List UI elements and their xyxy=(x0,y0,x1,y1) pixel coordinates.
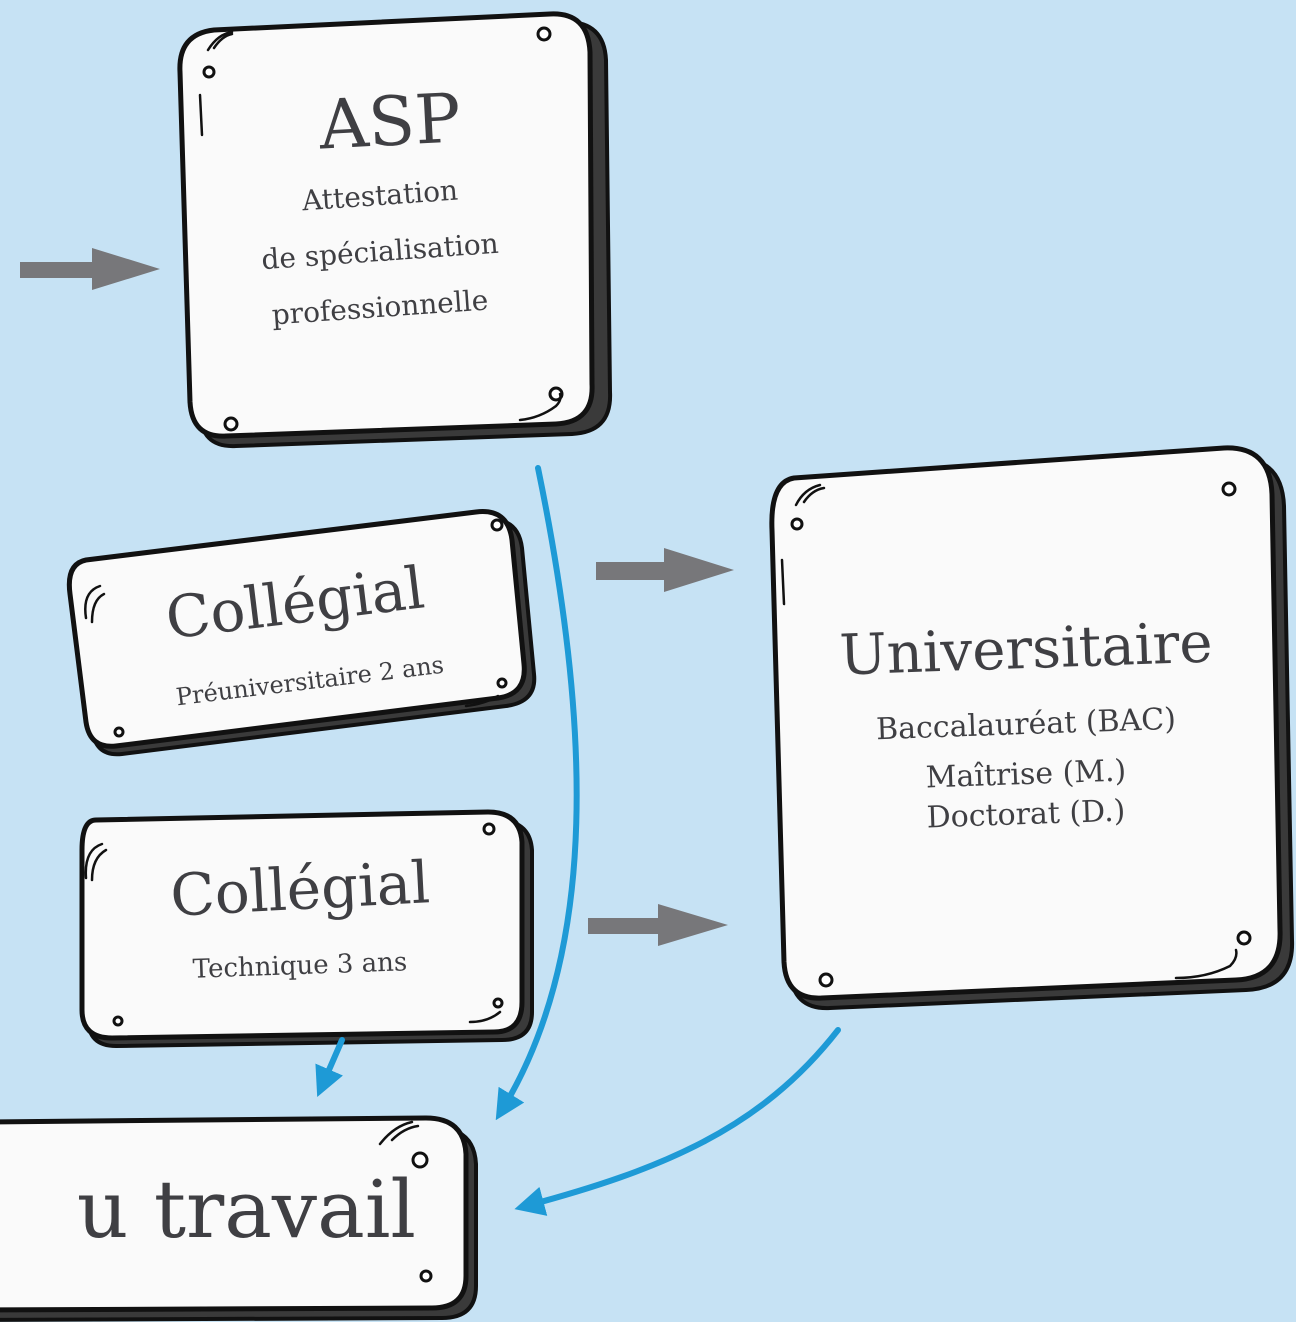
screw-icon xyxy=(112,1015,124,1027)
arrow-tech-to-universitaire xyxy=(588,904,728,946)
screw-icon xyxy=(202,65,216,79)
arrow-universitaire-to-travail xyxy=(514,1027,841,1216)
arrow-asp-to-travail xyxy=(495,465,580,1121)
gray-arrows xyxy=(20,248,734,946)
screw-icon xyxy=(113,726,125,738)
screw-icon xyxy=(818,972,834,988)
collegial-tech-card xyxy=(79,809,534,1049)
arrow-into-asp xyxy=(20,248,160,290)
screw-icon xyxy=(411,1151,429,1169)
screw-icon xyxy=(482,822,496,836)
screw-icon xyxy=(1236,930,1252,946)
universitaire-card xyxy=(769,445,1295,1011)
asp-title: ASP xyxy=(317,79,463,166)
screw-icon xyxy=(492,997,504,1009)
arrow-tech-to-travail xyxy=(315,1037,345,1098)
arrow-pre-to-universitaire xyxy=(596,548,734,592)
screw-icon xyxy=(1221,481,1237,497)
collegial-pre-card xyxy=(66,509,537,757)
screw-icon xyxy=(548,386,564,402)
screw-icon xyxy=(223,416,239,432)
screw-icon xyxy=(419,1269,433,1283)
blue-arrows xyxy=(315,465,841,1216)
screw-icon xyxy=(490,518,504,532)
screw-icon xyxy=(496,677,508,689)
screw-icon xyxy=(536,26,552,42)
asp-card xyxy=(177,11,613,449)
travail-title: u travail xyxy=(76,1163,416,1256)
travail-card xyxy=(0,1115,478,1322)
screw-icon xyxy=(790,517,804,531)
